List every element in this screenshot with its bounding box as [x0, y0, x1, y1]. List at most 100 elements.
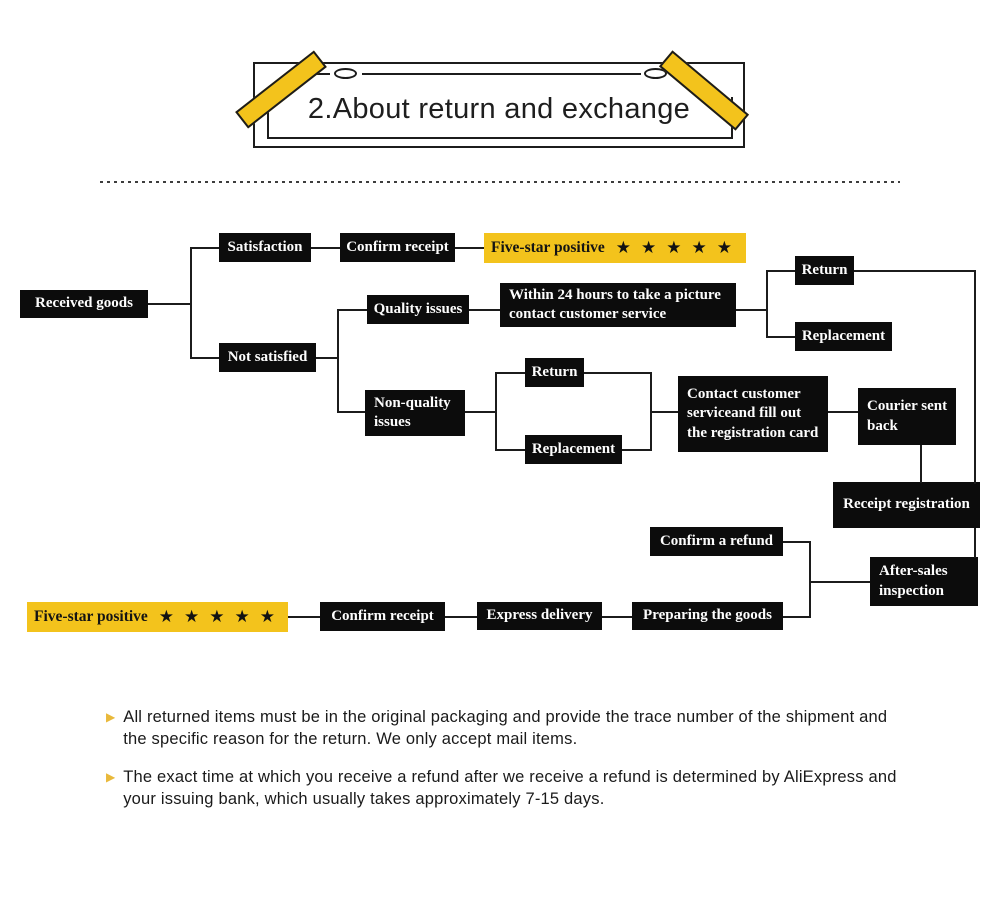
flow-edge: [768, 270, 795, 272]
flow-edge: [736, 309, 766, 311]
flow-edge: [652, 411, 678, 413]
flow-edge: [445, 616, 477, 618]
star-icon: ★: [259, 606, 276, 627]
banner-string-line: [362, 73, 641, 75]
flow-edge: [465, 411, 495, 413]
flow-edge: [974, 270, 976, 484]
flow-edge: [192, 357, 219, 359]
star-icon: ★: [209, 606, 225, 627]
flow-node-label: Preparing the goods: [643, 607, 772, 624]
flow-node-label: Confirm receipt: [331, 607, 434, 624]
notes-section: ▶ All returned items must be in the orig…: [106, 706, 906, 826]
flow-edge: [288, 616, 320, 618]
flow-edge: [190, 247, 192, 359]
flow-edge: [337, 309, 339, 413]
flow-node-quality-issues: Quality issues: [367, 295, 469, 324]
flow-node-label: Five-star positive: [34, 607, 148, 625]
flow-node-receipt-registration: Receipt registration: [833, 482, 980, 528]
flow-edge: [311, 247, 340, 249]
flow-edge: [768, 336, 795, 338]
flow-node-label: Return: [531, 363, 578, 380]
bullet-triangle-icon: ▶: [106, 710, 116, 724]
note-text: All returned items must be in the origin…: [123, 708, 888, 748]
flow-node-five-star-positive-top: Five-star positive ★ ★ ★ ★ ★: [484, 233, 746, 263]
star-icon: ★: [615, 237, 632, 258]
flow-edge: [148, 303, 190, 305]
flow-edge: [809, 541, 811, 618]
flow-node-confirm-receipt-bottom: Confirm receipt: [320, 602, 445, 631]
star-icon: ★: [234, 606, 250, 627]
flow-edge: [495, 372, 497, 451]
flow-node-label: Satisfaction: [227, 238, 303, 255]
star-icon: ★: [158, 606, 175, 627]
flow-edge: [339, 411, 365, 413]
star-icon: ★: [716, 237, 733, 258]
flow-edge: [497, 372, 525, 374]
flow-edge: [828, 411, 858, 413]
flow-node-label: Express delivery: [486, 607, 593, 624]
page-title: 2.About return and exchange: [307, 93, 691, 125]
flow-node-label: Quality issues: [373, 300, 463, 317]
flow-node-label: Received goods: [35, 295, 133, 312]
flow-node-five-star-positive-bottom: Five-star positive ★ ★ ★ ★ ★: [27, 602, 288, 632]
flow-edge: [622, 449, 650, 451]
flow-node-return-non-quality: Return: [525, 358, 584, 387]
flow-node-express-delivery: Express delivery: [477, 602, 602, 630]
flow-edge: [339, 309, 367, 311]
flow-node-label: Replacement: [801, 327, 886, 344]
dotted-separator: [100, 181, 900, 183]
flow-edge: [766, 270, 768, 338]
star-icon: ★: [691, 237, 707, 258]
flow-node-confirm-receipt-top: Confirm receipt: [340, 233, 455, 262]
flow-node-return-quality: Return: [795, 256, 854, 285]
bullet-triangle-icon: ▶: [106, 770, 116, 784]
flow-edge: [455, 247, 484, 249]
star-icon: ★: [184, 606, 200, 627]
flow-node-preparing-the-goods: Preparing the goods: [632, 602, 783, 630]
note-text: The exact time at which you receive a re…: [123, 768, 897, 808]
flow-node-label: Not satisfied: [227, 348, 308, 365]
flow-node-satisfaction: Satisfaction: [219, 233, 311, 262]
star-icon: ★: [641, 237, 657, 258]
flow-edge: [920, 445, 922, 483]
flow-node-not-satisfied: Not satisfied: [219, 343, 316, 372]
note-item: ▶ All returned items must be in the orig…: [106, 706, 906, 750]
flow-edge: [192, 247, 219, 249]
flow-edge: [497, 449, 525, 451]
flow-node-label: Return: [801, 261, 848, 278]
note-item: ▶ The exact time at which you receive a …: [106, 766, 906, 810]
flow-edge: [783, 541, 809, 543]
flow-node-replacement-quality: Replacement: [795, 322, 892, 351]
star-icon: ★: [666, 237, 682, 258]
flow-edge: [316, 357, 337, 359]
flow-edge: [602, 616, 632, 618]
five-star-rating-icon: ★ ★ ★ ★ ★: [158, 606, 276, 627]
flow-node-received-goods: Received goods: [20, 290, 148, 318]
flow-edge: [974, 528, 976, 558]
flow-node-label: Confirm a refund: [659, 532, 774, 549]
flow-node-replacement-non-quality: Replacement: [525, 435, 622, 464]
flow-node-label: Five-star positive: [491, 238, 605, 256]
flow-edge: [650, 372, 652, 451]
ring-icon: [644, 68, 667, 79]
flow-edge: [783, 616, 809, 618]
flow-edge: [810, 581, 870, 583]
flow-edge: [584, 372, 650, 374]
flow-edge: [854, 270, 974, 272]
flow-node-label: Receipt registration: [843, 496, 970, 513]
flow-node-label: Replacement: [531, 440, 616, 457]
ring-icon: [334, 68, 357, 79]
flow-edge: [469, 309, 500, 311]
five-star-rating-icon: ★ ★ ★ ★ ★: [615, 237, 733, 258]
